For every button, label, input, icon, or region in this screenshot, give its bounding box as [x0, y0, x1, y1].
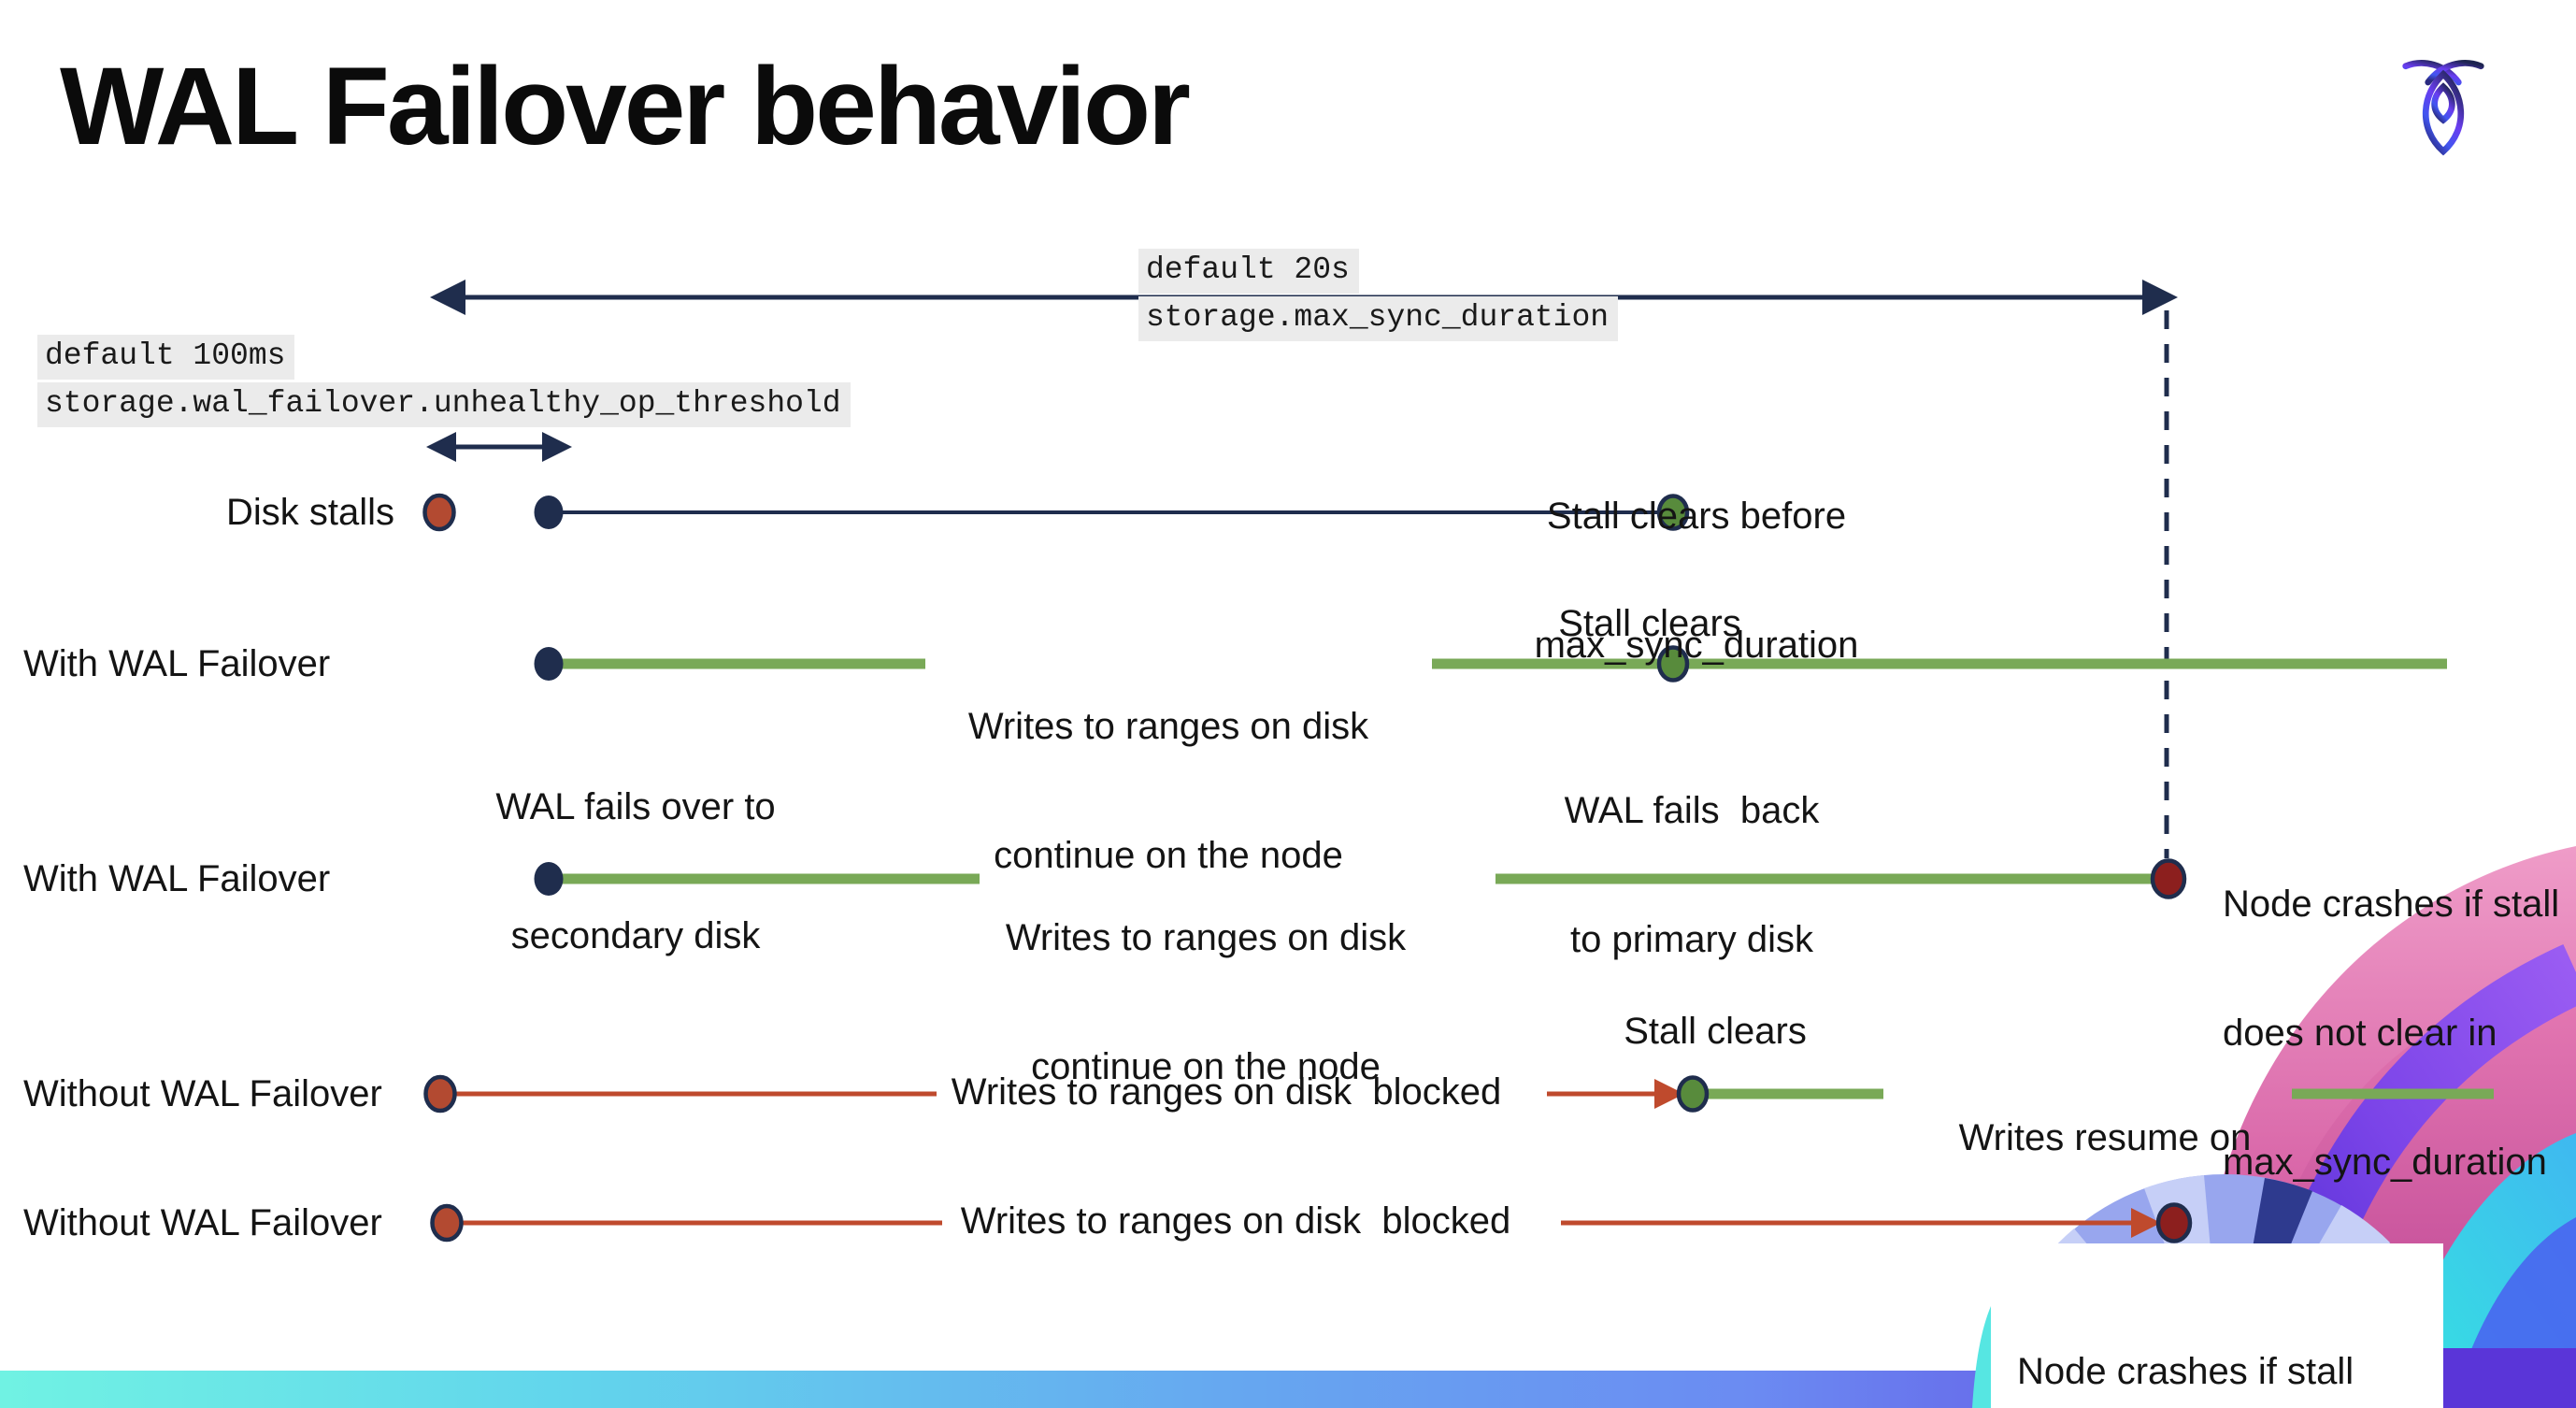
logo-inner-lens — [2431, 82, 2455, 124]
config-storage-max-sync-duration: storage.max_sync_duration — [1138, 296, 1619, 341]
callout-writes-continue-top: Writes to ranges on disk continue on the… — [967, 706, 1369, 876]
row-label-with-wal-failover-1: With WAL Failover — [23, 643, 331, 684]
callout-writes-blocked-top: Writes to ranges on disk blocked — [951, 1071, 1502, 1113]
failover-dot-row2 — [534, 647, 564, 681]
node-crashes-note-box: Node crashes if stall does not clear in … — [1991, 1243, 2443, 1408]
callout-writes-blocked-bottom: Writes to ranges on disk blocked — [960, 1200, 1511, 1242]
stall-clears-dot-row4 — [1676, 1075, 1710, 1113]
config-label-unhealthy-op-threshold: default 100ms storage.wal_failover.unhea… — [37, 335, 851, 430]
callout-node-crashes-bottom: Node crashes if stall does not clear in … — [2017, 1351, 2354, 1392]
unhealthy-op-threshold-arrow — [426, 432, 572, 462]
art-purple-block — [2430, 1348, 2576, 1408]
stall-start-dot — [422, 493, 456, 532]
row-label-with-wal-failover-2: With WAL Failover — [23, 858, 331, 899]
callout-stall-clears-bottom: Stall clears — [1624, 1011, 1807, 1052]
row-label-disk-stalls: Disk stalls — [226, 492, 395, 533]
config-label-max-sync-duration: default 20s storage.max_sync_duration — [1138, 249, 1619, 344]
callout-wal-fails-over: WAL fails over to secondary disk — [495, 786, 776, 956]
node-crash-dot-row3 — [2150, 858, 2187, 899]
blocked-red-arrow-1 — [1547, 1079, 1684, 1109]
node-crash-dot-row5 — [2155, 1202, 2193, 1243]
callout-stall-clears-top: Stall clears — [1558, 603, 1741, 644]
logo-body — [2422, 69, 2465, 156]
callout-stall-clears-before: Stall clears before max_sync_duration — [1534, 496, 1859, 666]
config-default-100ms: default 100ms — [37, 335, 295, 380]
logo-antenna-left — [2402, 60, 2462, 86]
stall-clears-dot-row1 — [1656, 494, 1690, 531]
failover-dot-row3 — [534, 862, 564, 896]
callout-writes-continue-bottom: Writes to ranges on disk continue on the… — [1005, 917, 1407, 1087]
row-label-without-wal-failover-2: Without WAL Failover — [23, 1202, 382, 1243]
callout-wal-fails-back: WAL fails back to primary disk — [1564, 790, 1820, 960]
threshold-dot — [534, 496, 564, 529]
stall-clears-dot-row2 — [1656, 645, 1690, 682]
row-label-without-wal-failover-1: Without WAL Failover — [23, 1073, 382, 1114]
config-default-20s: default 20s — [1138, 249, 1359, 294]
logo-antenna-right — [2425, 60, 2484, 86]
callout-node-crashes-top: Node crashes if stall does not clear in … — [2223, 884, 2560, 1183]
stall-start-dot-row4 — [423, 1074, 457, 1113]
blocked-red-arrow-2 — [1561, 1208, 2161, 1238]
config-storage-unhealthy-op-threshold: storage.wal_failover.unhealthy_op_thresh… — [37, 382, 851, 427]
stall-start-dot-row5 — [430, 1203, 464, 1243]
cockroachdb-logo — [2402, 60, 2484, 156]
page-title: WAL Failover behavior — [60, 45, 1191, 168]
